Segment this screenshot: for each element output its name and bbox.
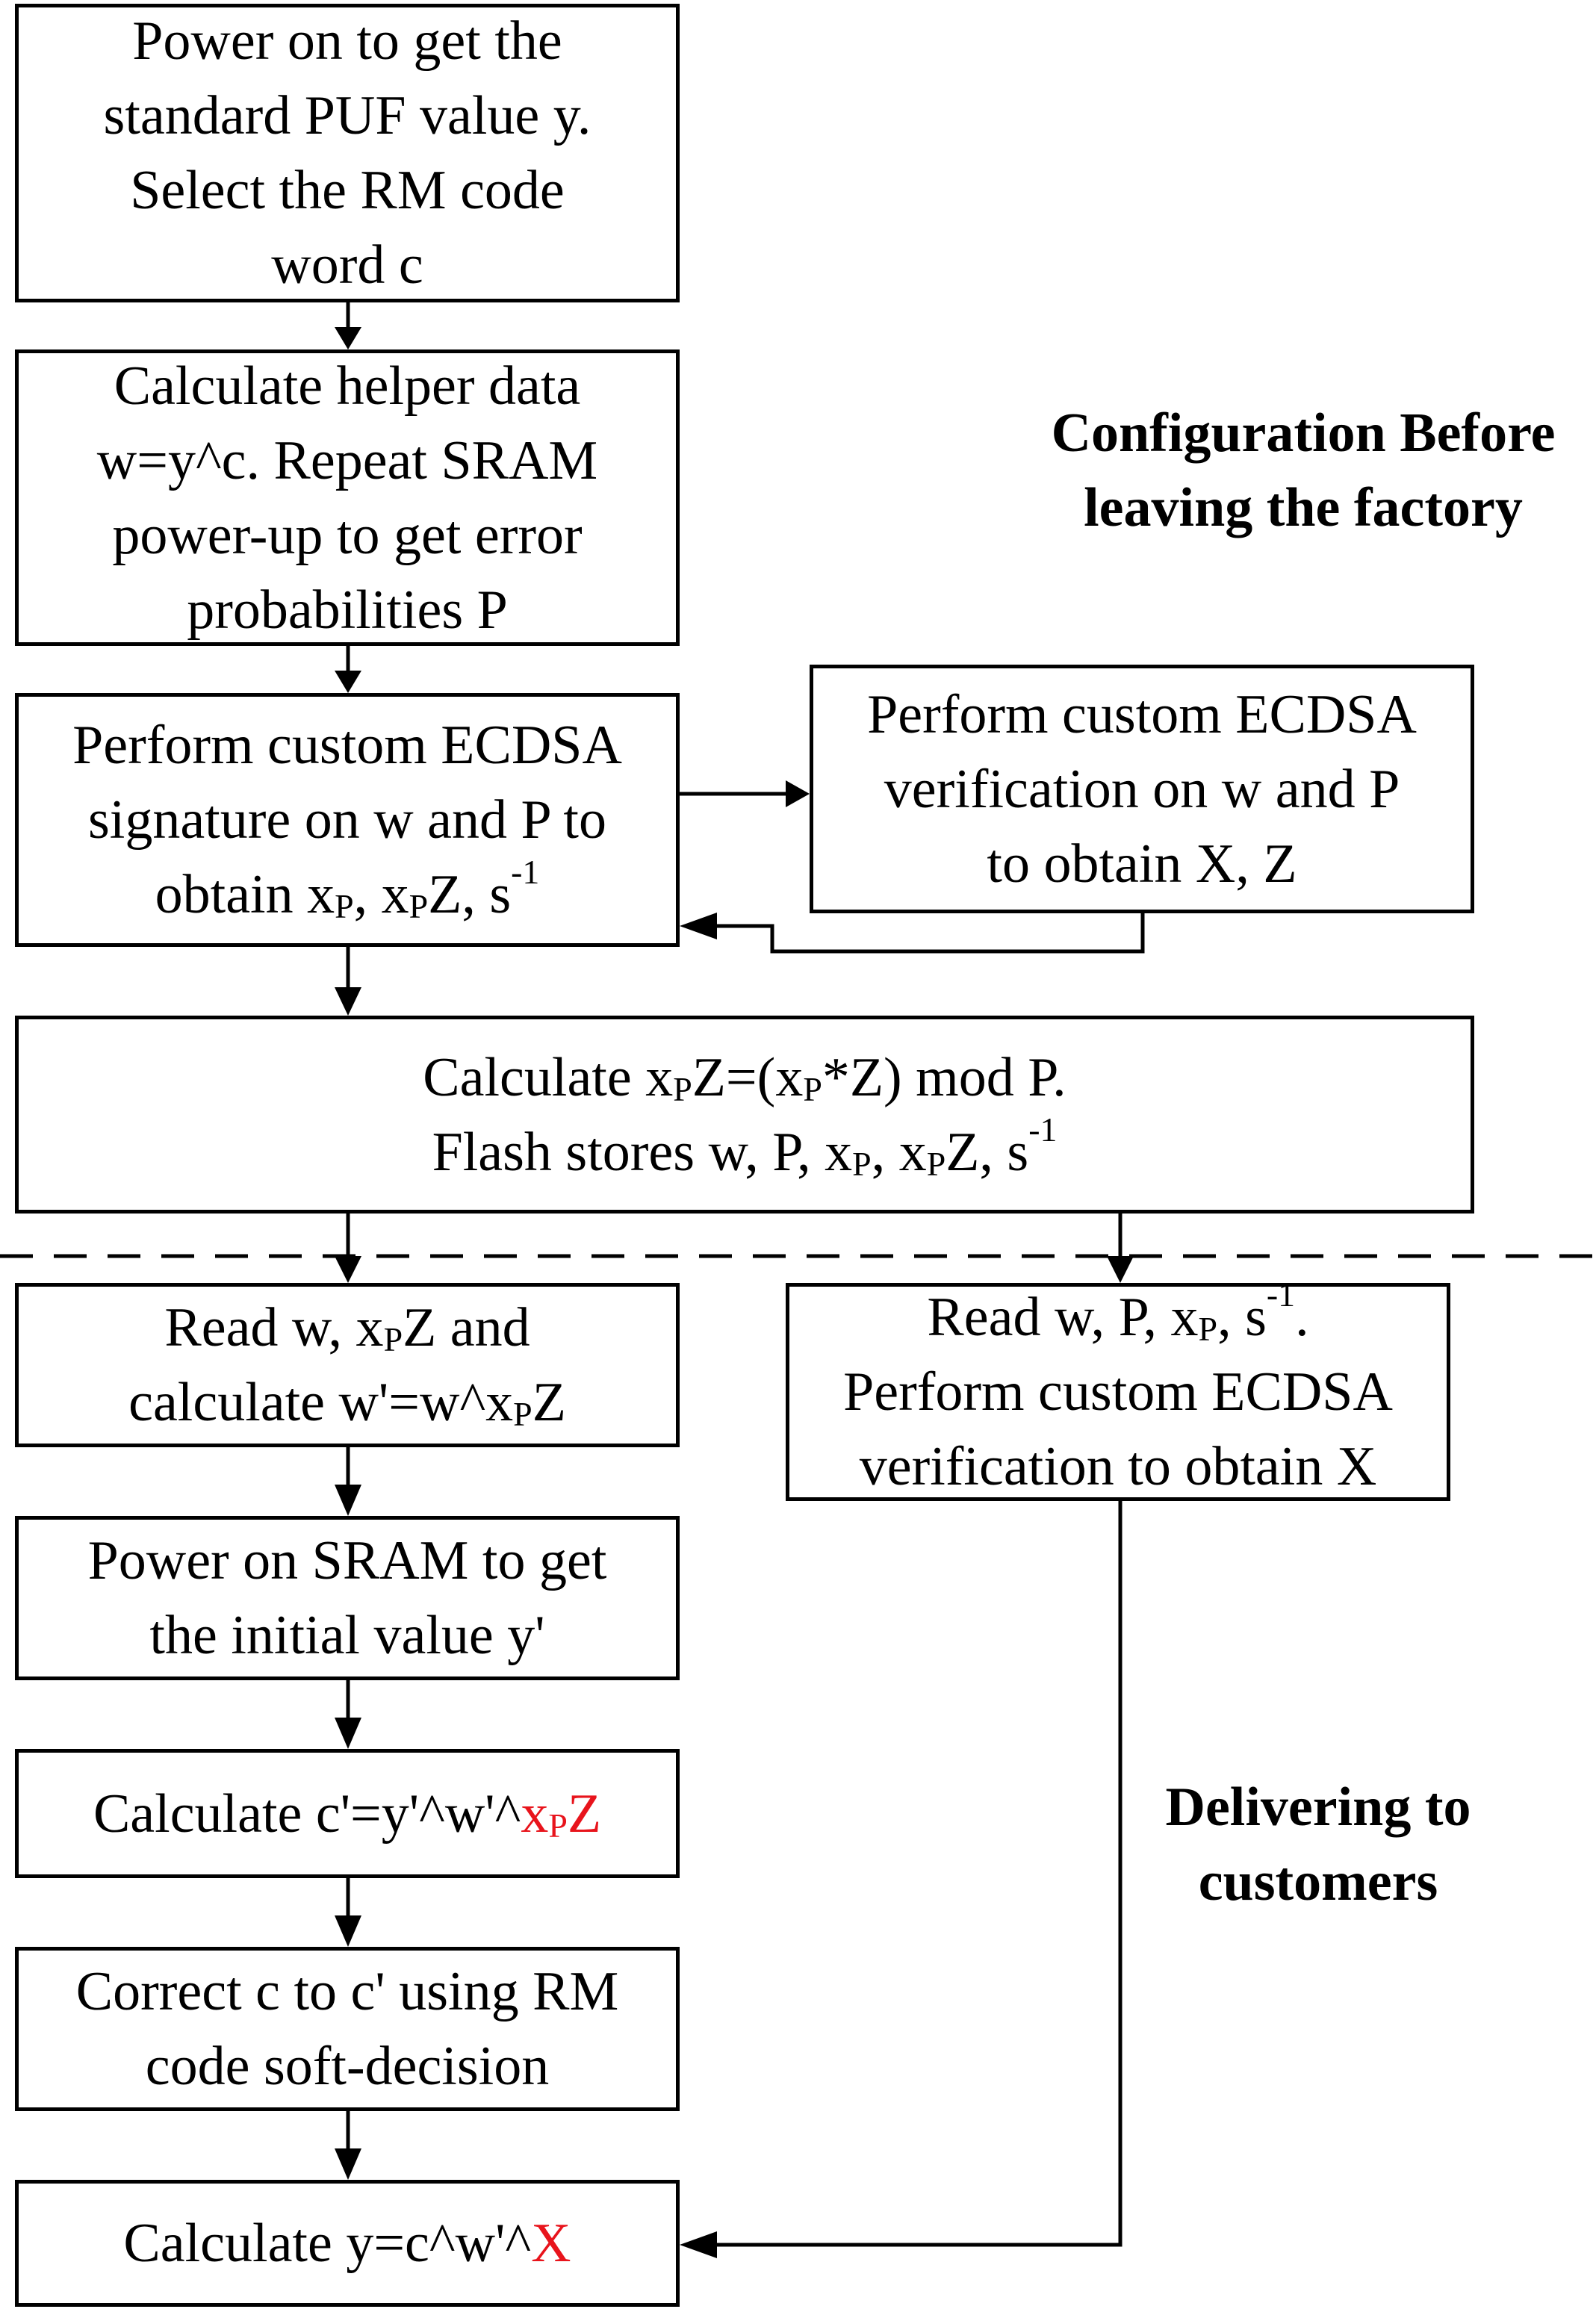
arrowhead-b4 <box>786 780 810 807</box>
box4-line2: verification on w and P <box>884 758 1400 820</box>
arrowhead-b11-side <box>680 2231 717 2258</box>
box1-line2: standard PUF value y. <box>103 85 591 146</box>
box8-line1: Power on SRAM to get <box>87 1530 607 1591</box>
box-helper-data: Calculate helper data w=y^c. Repeat SRAM… <box>15 349 680 646</box>
box2-line2: w=y^c. Repeat SRAM <box>96 429 598 491</box>
arrowhead-b3 <box>335 671 361 693</box>
box4-line1: Perform custom ECDSA <box>867 683 1417 745</box>
box-ecdsa-signature: Perform custom ECDSA signature on w and … <box>15 693 680 947</box>
box2-line1: Calculate helper data <box>114 355 581 417</box>
box10-line1: Correct c to c' using RM <box>75 1961 619 2022</box>
arrowhead-b7 <box>1107 1256 1134 1283</box>
box-power-on-sram: Power on SRAM to get the initial value y… <box>15 1516 680 1680</box>
arrowhead-b10 <box>335 1915 361 1947</box>
arrowhead-b2 <box>335 327 361 349</box>
box5-line2: Flash stores w, P, xP, xPZ, s-1 <box>432 1110 1058 1183</box>
delivery-label-line1: Delivering to <box>1165 1777 1471 1838</box>
box2-line3: power-up to get error <box>112 504 583 566</box>
box5-line1: Calculate xPZ=(xP*Z) mod P. <box>423 1046 1066 1108</box>
box3-line2: signature on w and P to <box>87 789 606 851</box>
box10-line2: code soft-decision <box>145 2036 550 2097</box>
arrow-b4-b3 <box>717 913 1145 954</box>
box-power-on-puf: Power on to get the standard PUF value y… <box>15 4 680 302</box>
box8-line2: the initial value y' <box>149 1605 545 1666</box>
box-read-w-xpz: Read w, xPZ and calculate w'=w^xPZ <box>15 1283 680 1447</box>
box-ecdsa-verification-customer: Read w, P, xP, s-1. Perform custom ECDSA… <box>786 1275 1450 1501</box>
box7-line3: verification to obtain X <box>859 1436 1377 1497</box>
factory-section-label: Configuration Before leaving the factory <box>1016 396 1591 545</box>
box-ecdsa-verification-factory: Perform custom ECDSA verification on w a… <box>810 665 1474 913</box>
box11-line1: Calculate y=c^w'^X <box>123 2213 571 2274</box>
box1-line1: Power on to get the <box>132 10 562 72</box>
box-calculate-c-prime: Calculate c'=y'^w'^xPZ <box>15 1749 680 1878</box>
box1-line3: Select the RM code <box>130 160 565 221</box>
factory-label-line2: leaving the factory <box>1084 477 1523 538</box>
box1-line4: word c <box>271 234 423 296</box>
box3-line1: Perform custom ECDSA <box>72 715 622 776</box>
box9-line1: Calculate c'=y'^w'^xPZ <box>93 1783 602 1845</box>
box4-line3: to obtain X, Z <box>987 833 1297 895</box>
arrowhead-b8 <box>335 1485 361 1516</box>
arrowhead-b11 <box>335 2148 361 2180</box>
box6-line1: Read w, xPZ and <box>164 1297 530 1358</box>
arrowhead-b9 <box>335 1718 361 1749</box>
factory-label-line1: Configuration Before <box>1051 403 1556 464</box>
box-flash-store: Calculate xPZ=(xP*Z) mod P. Flash stores… <box>15 1016 1474 1214</box>
box-calculate-y: Calculate y=c^w'^X <box>15 2180 680 2307</box>
arrowhead-b6 <box>335 1256 361 1283</box>
arrow-b7-b11 <box>717 1501 1123 2247</box>
box7-line1: Read w, P, xP, s-1. <box>927 1275 1309 1348</box>
box-rm-soft-decision: Correct c to c' using RM code soft-decis… <box>15 1947 680 2111</box>
box6-line2: calculate w'=w^xPZ <box>128 1372 566 1433</box>
box3-line3: obtain xP, xPZ, s-1 <box>155 853 540 925</box>
delivery-section-label: Delivering to customers <box>1120 1770 1516 1919</box>
box2-line4: probabilities P <box>187 579 508 641</box>
arrowhead-b5 <box>335 987 361 1016</box>
delivery-label-line2: customers <box>1198 1851 1438 1912</box>
box7-line2: Perform custom ECDSA <box>843 1361 1393 1423</box>
arrowhead-b3-return <box>680 913 717 939</box>
